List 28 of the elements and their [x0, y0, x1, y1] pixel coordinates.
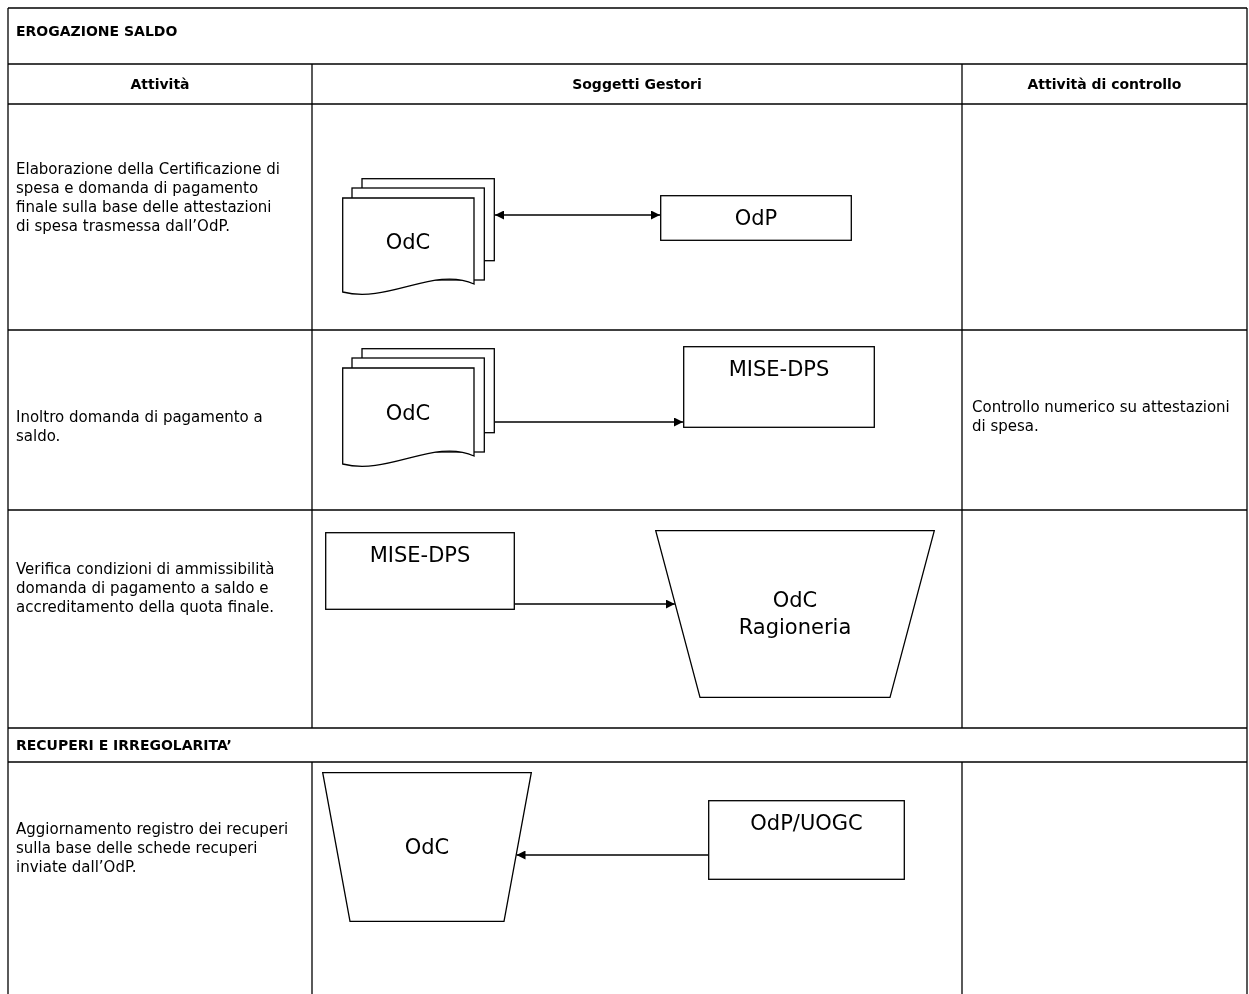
- control-text: Controllo numerico su attestazioni di spesa.: [972, 398, 1231, 436]
- process-box: [683, 346, 875, 428]
- process-box: [708, 800, 905, 880]
- node-label: OdP/UOGC: [750, 810, 863, 837]
- node-label: OdC: [385, 228, 431, 256]
- column-header: Attività: [129, 75, 191, 94]
- arrow: [514, 599, 676, 609]
- node-label: MISE-DPS: [369, 542, 471, 569]
- process-box: [325, 532, 515, 610]
- activity-text: Inoltro domanda di pagamento a saldo.: [16, 408, 264, 446]
- arrow: [494, 417, 684, 427]
- section-heading: RECUPERI E IRREGOLARITA’: [16, 736, 233, 755]
- section-heading: EROGAZIONE SALDO: [16, 22, 179, 41]
- column-header: Attività di controllo: [1026, 75, 1183, 94]
- trapezoid-shape: [655, 530, 935, 698]
- activity-text: Elaborazione della Certificazione di spesa e domanda di pagamento finale sulla base delle attestazioni di spesa trasmessa dall’OdP.: [16, 160, 281, 236]
- node-label: OdC: [385, 399, 431, 427]
- node-label: OdP: [734, 204, 778, 232]
- activity-text: Aggiornamento registro dei recuperi sulla base delle schede recuperi inviate dall’OdP.: [16, 820, 290, 877]
- arrow: [494, 210, 661, 220]
- arrow: [515, 850, 709, 860]
- node-label: MISE-DPS: [728, 356, 830, 383]
- node-label: OdC Ragioneria: [737, 587, 853, 641]
- activity-text: Verifica condizioni di ammissibilità domanda di pagamento a saldo e accreditamento della quota finale.: [16, 560, 276, 617]
- trapezoid-shape: [322, 772, 532, 922]
- process-box: [660, 195, 852, 241]
- column-header: Soggetti Gestori: [571, 75, 703, 94]
- node-label: OdC: [403, 833, 451, 861]
